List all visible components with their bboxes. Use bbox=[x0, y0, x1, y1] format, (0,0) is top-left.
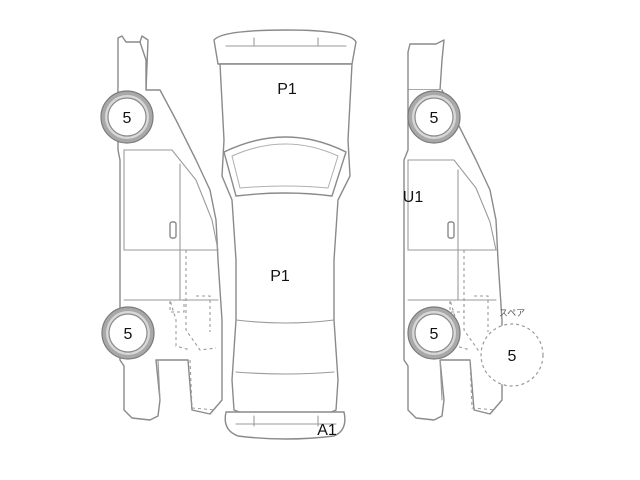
top-view bbox=[213, 29, 357, 440]
tire-right-rear-value: 5 bbox=[430, 110, 439, 127]
tire-right-rear[interactable]: 5 bbox=[407, 90, 461, 144]
spare-value: 5 bbox=[508, 348, 517, 365]
tire-right-front-value: 5 bbox=[430, 326, 439, 343]
damage-code-right-front-door[interactable]: U1 bbox=[403, 189, 424, 206]
tire-left-front-value: 5 bbox=[124, 326, 133, 343]
damage-code-roof-rear[interactable]: P1 bbox=[277, 81, 297, 98]
tire-left-front[interactable]: 5 bbox=[101, 306, 155, 360]
damage-code-front-bumper[interactable]: A1 bbox=[317, 422, 337, 439]
tire-right-front[interactable]: 5 bbox=[407, 306, 461, 360]
spare-label: スペア bbox=[499, 309, 525, 319]
tire-left-rear-value: 5 bbox=[123, 110, 132, 127]
tire-left-rear[interactable]: 5 bbox=[100, 90, 154, 144]
spare-tire[interactable]: スペア 5 bbox=[480, 309, 544, 387]
damage-code-hood[interactable]: P1 bbox=[270, 268, 290, 285]
